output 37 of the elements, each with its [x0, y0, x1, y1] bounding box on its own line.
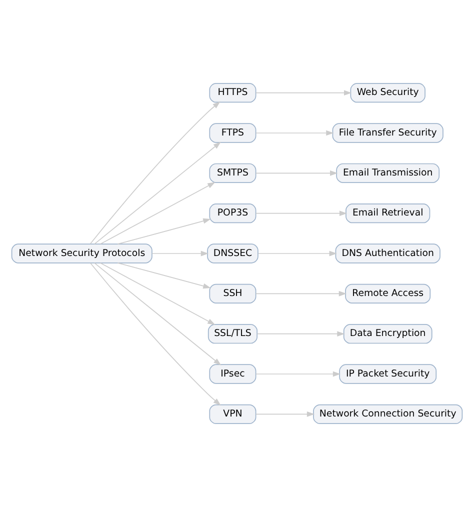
node-box: Data Encryption — [343, 324, 432, 344]
node-box: File Transfer Security — [332, 122, 444, 142]
arrow — [94, 141, 221, 244]
arrow — [255, 410, 315, 416]
arrow — [255, 210, 348, 216]
node-box: Remote Access — [345, 283, 431, 303]
arrow — [255, 290, 347, 296]
arrow — [117, 218, 211, 244]
node-box: Email Retrieval — [346, 203, 430, 223]
node-box: Network Connection Security — [313, 404, 463, 424]
arrow — [94, 262, 222, 365]
node-box: DNSSEC — [207, 243, 258, 263]
node-box: HTTPS — [209, 82, 256, 102]
node-box: IP Packet Security — [339, 364, 437, 384]
node-box: POP3S — [209, 203, 256, 223]
node-box: Web Security — [350, 82, 426, 102]
arrow — [90, 262, 221, 406]
arrow — [255, 90, 352, 96]
node-box: IPsec — [209, 364, 256, 384]
arrow — [90, 100, 220, 244]
arrow — [255, 370, 341, 376]
arrow — [152, 250, 209, 256]
node-box: DNS Authentication — [335, 243, 440, 263]
arrow — [255, 130, 334, 136]
arrow — [100, 182, 216, 244]
arrow — [255, 170, 338, 176]
node-box: SSL/TLS — [208, 324, 258, 344]
node-box: SMTPS — [209, 162, 256, 182]
arrow — [256, 330, 345, 336]
arrow — [117, 262, 211, 288]
node-box: Network Security Protocols — [11, 243, 152, 263]
arrow — [100, 262, 216, 324]
node-box: Email Transmission — [336, 162, 440, 182]
node-box: VPN — [209, 404, 256, 424]
node-box: FTPS — [209, 122, 256, 142]
node-box: SSH — [209, 283, 256, 303]
arrow — [258, 250, 337, 256]
